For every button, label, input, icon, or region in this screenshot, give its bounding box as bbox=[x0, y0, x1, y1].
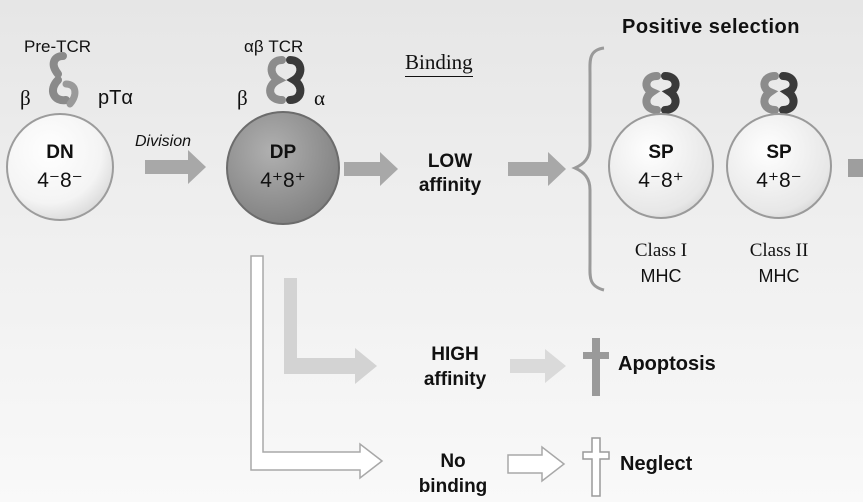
cell-sp1-name: SP bbox=[648, 142, 674, 163]
arrow-high-to-apoptosis bbox=[510, 349, 566, 383]
arrow-nobinding-to-neglect bbox=[507, 445, 566, 483]
ab-tcr-alpha-label: α bbox=[314, 86, 326, 110]
no-binding-line2: binding bbox=[418, 476, 488, 497]
arrow-dp-to-low bbox=[344, 152, 398, 186]
arrow-sp-continue bbox=[848, 159, 863, 177]
positive-selection-brace bbox=[571, 46, 605, 292]
cell-sp1 bbox=[608, 113, 714, 219]
pre-tcr-pta-label: pTα bbox=[98, 87, 133, 109]
arrow-dn-to-dp bbox=[145, 150, 206, 184]
cross-icon bbox=[583, 338, 609, 396]
cell-dp bbox=[226, 111, 340, 225]
pre-tcr-title: Pre-TCR bbox=[24, 37, 92, 56]
low-affinity-line1: LOW bbox=[427, 151, 473, 172]
sp1-mhc-label: MHC bbox=[640, 266, 682, 286]
cell-sp2-name: SP bbox=[766, 142, 792, 163]
arrow-low-to-sp bbox=[508, 152, 566, 186]
sp2-mhc-label: MHC bbox=[758, 266, 800, 286]
sp1-class-label: Class I bbox=[634, 240, 688, 261]
no-binding-line1: No bbox=[440, 451, 466, 472]
positive-selection-title: Positive selection bbox=[622, 16, 800, 38]
neglect-label: Neglect bbox=[620, 453, 693, 475]
cell-dn bbox=[6, 113, 114, 221]
cross-outline-icon bbox=[582, 437, 610, 497]
arrow-dp-to-high bbox=[284, 278, 377, 384]
high-affinity-line1: HIGH bbox=[431, 344, 479, 365]
cell-dp-marker: 4⁺8⁺ bbox=[260, 169, 306, 192]
high-affinity-line2: affinity bbox=[423, 369, 487, 390]
cell-dn-marker: 4⁻8⁻ bbox=[37, 169, 83, 192]
sp2-receptor bbox=[760, 72, 798, 114]
sp1-receptor bbox=[642, 72, 680, 114]
ab-tcr-title: αβ TCR bbox=[244, 37, 304, 56]
cell-dn-name: DN bbox=[46, 142, 74, 163]
pre-tcr-receptor bbox=[48, 52, 79, 108]
arrow-dp-to-nobinding bbox=[250, 255, 384, 480]
division-label: Division bbox=[135, 133, 192, 150]
cell-sp2-marker: 4⁺8⁻ bbox=[756, 169, 802, 192]
cell-sp1-marker: 4⁻8⁺ bbox=[638, 169, 684, 192]
low-affinity-line2: affinity bbox=[418, 175, 482, 196]
sp2-class-label: Class II bbox=[749, 240, 809, 261]
binding-heading: Binding bbox=[405, 52, 473, 77]
apoptosis-label: Apoptosis bbox=[618, 353, 716, 375]
cell-sp2 bbox=[726, 113, 832, 219]
ab-tcr-receptor bbox=[266, 56, 305, 104]
pre-tcr-beta-label: β bbox=[20, 86, 31, 110]
ab-tcr-beta-label: β bbox=[237, 86, 248, 110]
cell-dp-name: DP bbox=[269, 142, 297, 163]
